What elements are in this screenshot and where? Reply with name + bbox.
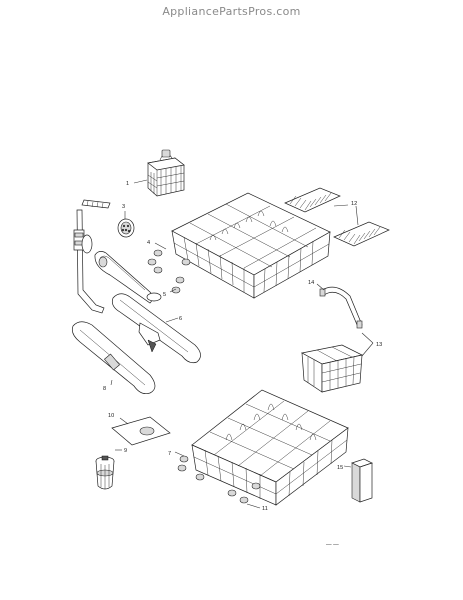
part-fine-filter[interactable] — [95, 455, 115, 490]
callout-12: 12 — [351, 201, 357, 207]
callout-14: 14 — [308, 280, 314, 286]
part-silverware-basket-top[interactable] — [147, 149, 185, 197]
site-watermark: AppliancePartsPros.com — [162, 5, 301, 18]
callout-1: 1 — [126, 181, 129, 187]
callout-4: 4 — [147, 240, 150, 246]
callout-10: 10 — [108, 413, 114, 419]
part-upper-spray-tube[interactable] — [73, 199, 111, 314]
part-dispenser-box[interactable] — [351, 458, 373, 503]
part-filter-plate[interactable] — [111, 416, 171, 446]
part-lower-spray-arm[interactable] — [71, 321, 156, 395]
part-cup-shelf-b[interactable] — [333, 221, 390, 247]
part-spray-disc[interactable] — [117, 218, 135, 238]
part-middle-spray-arm[interactable] — [111, 293, 201, 364]
callout-7: 7 — [168, 451, 171, 457]
callout-6: 6 — [179, 316, 182, 322]
part-rack-rail[interactable] — [319, 286, 363, 329]
callout-9: 9 — [124, 448, 127, 454]
part-silverware-basket-lower[interactable] — [300, 344, 364, 393]
callout-11: 11 — [262, 506, 268, 512]
part-spray-manifold[interactable] — [94, 251, 162, 304]
part-cup-shelf-a[interactable] — [284, 187, 341, 213]
callout-8: 8 — [103, 386, 106, 392]
part-upper-rack[interactable] — [147, 192, 331, 299]
callout-15: 15 — [337, 465, 343, 471]
callout-3: 3 — [122, 204, 125, 210]
footer-mark: — — — [326, 542, 339, 548]
callout-5: 5 — [163, 292, 166, 298]
callout-13: 13 — [376, 342, 382, 348]
part-lower-rack[interactable] — [177, 389, 349, 506]
